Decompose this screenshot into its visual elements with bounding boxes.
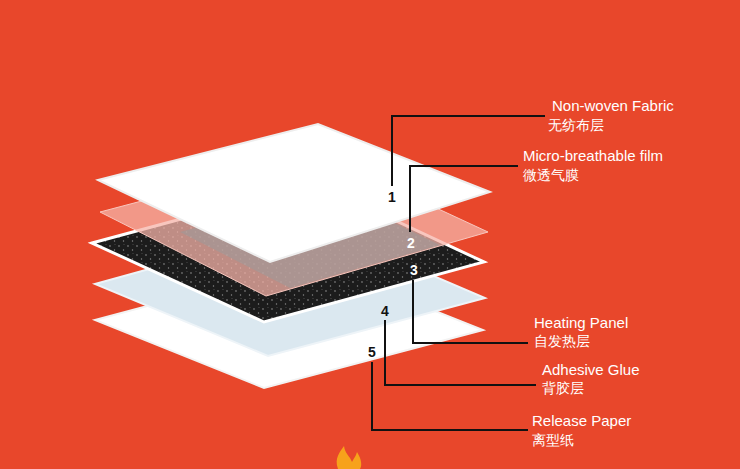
part-name: Adhesive Glue bbox=[542, 361, 640, 378]
part-name: Micro-breathable film bbox=[523, 147, 663, 164]
part-name: 微透气膜 bbox=[523, 167, 579, 183]
flame-icon bbox=[337, 446, 362, 469]
part-name: Release Paper bbox=[532, 412, 631, 429]
callout-number: 2 bbox=[407, 235, 415, 251]
leader-lines bbox=[372, 116, 545, 430]
leader-line bbox=[392, 116, 545, 186]
leader-line bbox=[372, 362, 528, 430]
callout-number: 4 bbox=[381, 303, 389, 319]
leader-line bbox=[385, 320, 536, 385]
part-name: 自发热层 bbox=[534, 333, 590, 349]
part-name: 无纺布层 bbox=[548, 117, 604, 133]
part-name: 离型纸 bbox=[532, 432, 574, 448]
leader-line bbox=[413, 280, 528, 343]
leader-line bbox=[410, 166, 518, 232]
callout-number: 5 bbox=[368, 344, 376, 360]
non-woven-fabric-layer bbox=[98, 124, 490, 262]
callout-number: 3 bbox=[410, 262, 418, 278]
part-name: Heating Panel bbox=[534, 314, 628, 331]
callout-number: 1 bbox=[388, 189, 396, 205]
part-name: Non-woven Fabric bbox=[552, 97, 674, 114]
part-name: 背胶层 bbox=[542, 380, 584, 396]
